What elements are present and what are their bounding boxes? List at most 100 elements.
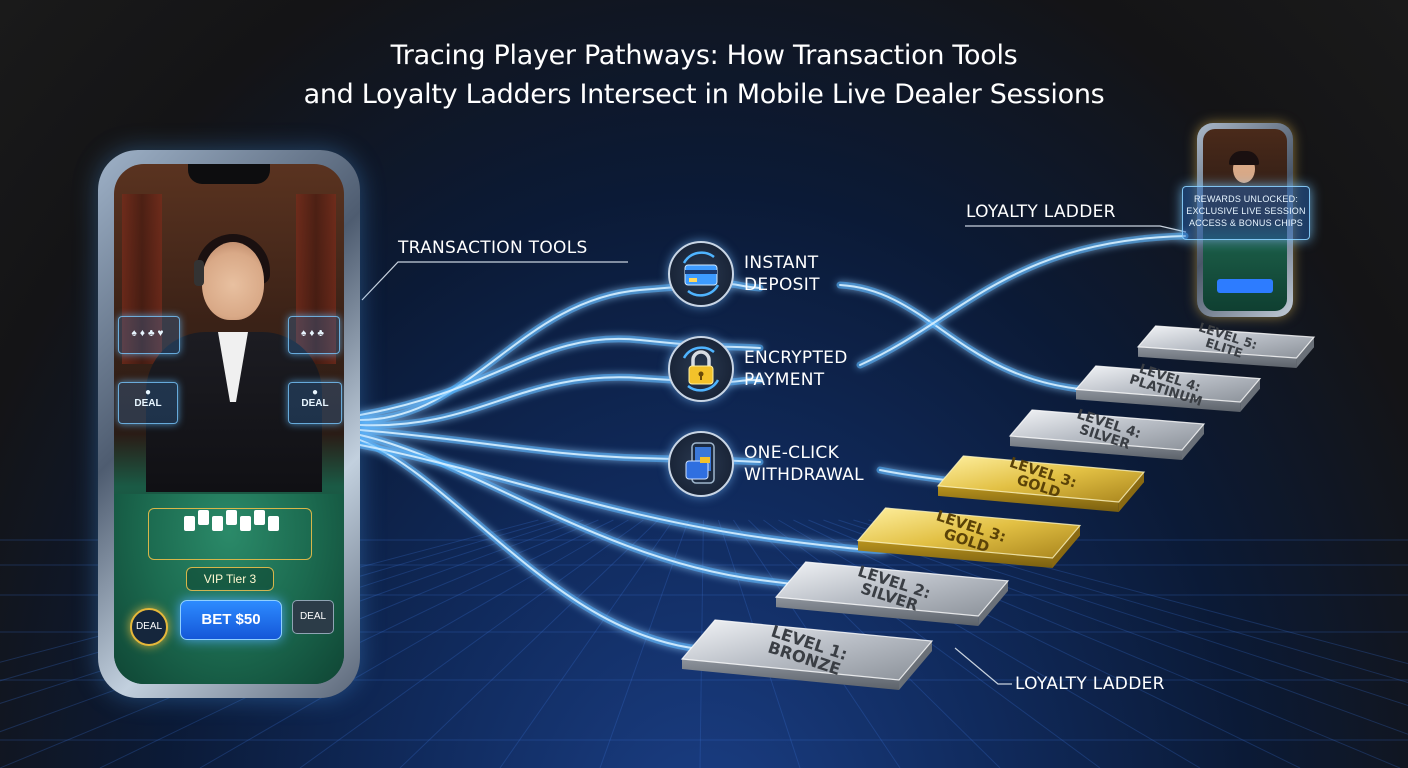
loyalty-ladder-label-bottom: LOYALTY LADDER <box>1015 674 1165 694</box>
ladder-step-side <box>1182 424 1204 460</box>
curtain-left <box>122 194 162 364</box>
table-outline <box>148 508 312 560</box>
connector-transaction-tools <box>361 261 628 301</box>
deal-label-left: DEAL <box>134 398 162 409</box>
grid-line <box>778 519 1201 768</box>
dealer-icon: ● <box>144 387 152 398</box>
rewards-phone-screen <box>1203 129 1287 311</box>
deal-label-right: DEAL <box>301 398 329 409</box>
card-suits-icon: ♠♦♣♥ <box>131 328 167 339</box>
dealer-avatar <box>202 242 264 320</box>
tool-label-line: ONE-CLICK <box>744 443 840 463</box>
ladder-step-side <box>776 597 979 626</box>
phone-notch <box>188 164 270 184</box>
ladder-step-side <box>682 659 899 690</box>
ladder-step-4: LEVEL 3:GOLD <box>936 455 1146 512</box>
live-dealer-phone: ♠♦♣♥ ♠♦♣ ● DEAL ● DEAL VIP Tier 3 DEAL B… <box>98 150 360 698</box>
title-line-1: Tracing Player Pathways: How Transaction… <box>390 40 1018 71</box>
title-line-2: and Loyalty Ladders Intersect in Mobile … <box>303 79 1105 111</box>
ladder-step-1: LEVEL 1:BRONZE <box>680 619 934 690</box>
playing-card <box>240 516 251 531</box>
tool-label-line: DEPOSIT <box>744 275 820 295</box>
ladder-step-top <box>774 561 1010 617</box>
connector-loyalty-top <box>965 225 1187 233</box>
grid-line <box>199 519 629 768</box>
deal-button-left[interactable]: ● DEAL <box>118 382 178 424</box>
playing-card <box>268 516 279 531</box>
holo-panel-left: ♠♦♣♥ <box>118 316 180 354</box>
playing-card <box>198 510 209 525</box>
rewards-line: ACCESS & BONUS CHIPS <box>1188 218 1304 228</box>
grid-line <box>499 519 674 768</box>
ladder-step-3: LEVEL 3:GOLD <box>856 507 1082 568</box>
ladder-step-top <box>680 619 934 681</box>
ladder-step-side <box>1138 346 1297 368</box>
light-stream-core <box>859 235 1186 366</box>
dealer-hair-small <box>1229 151 1259 165</box>
ladder-step-side <box>1296 337 1314 368</box>
wallet-phone-icon <box>668 431 734 497</box>
ladder-step-6: LEVEL 4:PLATINUM <box>1074 362 1262 412</box>
curtain-right <box>296 194 336 364</box>
padlock-icon <box>668 336 734 402</box>
rewards-line: REWARDS UNLOCKED: <box>1193 194 1299 204</box>
ladder-step-top <box>936 455 1146 503</box>
grid-line <box>299 519 644 768</box>
light-stream <box>856 232 1189 369</box>
grid-line <box>399 519 659 768</box>
vip-tier-badge: VIP Tier 3 <box>186 567 274 591</box>
playing-card <box>212 516 223 531</box>
tool-label-encrypted-payment: ENCRYPTED PAYMENT <box>744 347 848 391</box>
playing-card <box>184 516 195 531</box>
card-suits-icon-right: ♠♦♣ <box>301 328 327 339</box>
headset-icon <box>194 260 204 286</box>
ladder-step-side <box>1076 389 1241 412</box>
grid-line <box>808 519 1401 768</box>
ladder-step-2: LEVEL 2:SILVER <box>774 561 1010 626</box>
tool-label-instant-deposit: INSTANT DEPOSIT <box>744 252 820 296</box>
grid-line <box>793 519 1301 768</box>
ladder-step-side <box>1240 378 1260 412</box>
grid-line <box>823 519 1408 735</box>
playing-card <box>254 510 265 525</box>
ladder-step-side <box>858 540 1053 568</box>
ladder-step-top <box>1074 365 1262 403</box>
light-stream-core <box>359 376 761 427</box>
ladder-step-top <box>1008 409 1206 451</box>
tool-label-line: WITHDRAWAL <box>744 465 864 485</box>
rewards-phone <box>1197 123 1293 317</box>
ladder-step-side <box>938 485 1119 512</box>
ladder-step-side <box>1052 525 1080 568</box>
rewards-line: EXCLUSIVE LIVE SESSION <box>1186 206 1306 216</box>
tool-label-line: ENCRYPTED <box>744 348 848 368</box>
transaction-tools-label: TRANSACTION TOOLS <box>398 238 588 258</box>
ladder-step-side <box>899 641 932 690</box>
playing-card <box>226 510 237 525</box>
ladder-step-side <box>978 580 1008 626</box>
light-stream-core <box>839 284 1091 391</box>
credit-card-icon <box>668 241 734 307</box>
phone-screen: ♠♦♣♥ ♠♦♣ ● DEAL ● DEAL VIP Tier 3 DEAL B… <box>114 164 344 684</box>
bet-button[interactable]: BET $50 <box>180 600 282 640</box>
deal-button[interactable]: DEAL <box>292 600 334 634</box>
rewards-unlocked-panel: REWARDS UNLOCKED: EXCLUSIVE LIVE SESSION… <box>1182 186 1310 240</box>
deal-button-right[interactable]: ● DEAL <box>288 382 342 424</box>
bet-button-small[interactable] <box>1217 279 1273 293</box>
dealer-icon-right: ● <box>311 387 319 398</box>
deal-chip-button[interactable]: DEAL <box>130 608 168 646</box>
ladder-step-7: LEVEL 5:ELITE <box>1136 319 1316 368</box>
tool-label-line: PAYMENT <box>744 370 825 390</box>
connector-loyalty-bottom <box>954 647 1012 685</box>
tool-label-one-click-withdrawal: ONE-CLICK WITHDRAWAL <box>744 442 864 486</box>
ladder-step-side <box>1118 472 1144 512</box>
grid-line <box>0 519 539 663</box>
ladder-step-top <box>856 507 1082 559</box>
holo-panel-right: ♠♦♣ <box>288 316 340 354</box>
loyalty-ladder-label-top: LOYALTY LADDER <box>966 202 1116 222</box>
diagram-title: Tracing Player Pathways: How Transaction… <box>0 36 1408 114</box>
ladder-step-top <box>1136 325 1316 359</box>
grid-line <box>838 519 1408 707</box>
label-connectors <box>361 225 1187 685</box>
ladder-step-5: LEVEL 4:SILVER <box>1008 406 1206 460</box>
tool-label-line: INSTANT <box>744 253 819 273</box>
